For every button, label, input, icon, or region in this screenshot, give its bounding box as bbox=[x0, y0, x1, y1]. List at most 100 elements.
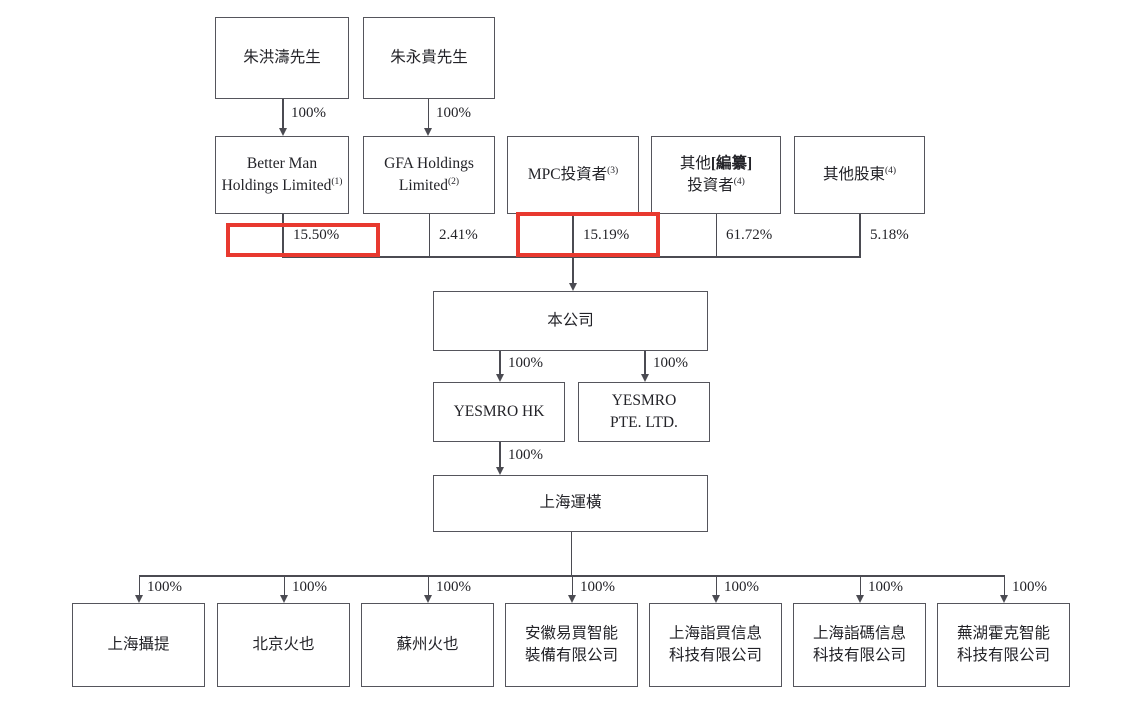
connector-vline bbox=[571, 576, 573, 595]
shareholder-line1: 其他 bbox=[679, 154, 711, 172]
shareholder-label: 其他股東(4) bbox=[823, 164, 896, 186]
shareholder-box-other-investors: 其他[編纂] 投資者(4) bbox=[651, 136, 781, 214]
shareholder-box-mpc-investors: MPC投資者(3) bbox=[507, 136, 639, 214]
footnote-sup: (2) bbox=[448, 176, 460, 187]
subsidiary-label: 蕪湖霍克智能 科技有限公司 bbox=[957, 623, 1050, 668]
subsidiary-line1: 安徽易買智能 bbox=[524, 624, 618, 642]
connector-vline bbox=[715, 576, 717, 595]
subsidiary-label: 安徽易買智能 裝備有限公司 bbox=[525, 623, 618, 668]
arrowhead-down-icon bbox=[278, 127, 287, 136]
shareholder-label: MPC投資者(3) bbox=[528, 164, 618, 186]
connector-vline bbox=[570, 532, 573, 575]
arrowhead-down-icon bbox=[640, 373, 649, 382]
connector-vline bbox=[427, 576, 429, 595]
ownership-label: 100% bbox=[436, 579, 471, 595]
arrowhead-down-icon bbox=[495, 373, 504, 382]
person-box-zhu-yonggui: 朱永貴先生 bbox=[363, 17, 495, 99]
subsidiary-box-yesmro-pte: YESMRO PTE. LTD. bbox=[578, 382, 710, 442]
subsidiary-line1: 上海詣買信息 bbox=[668, 624, 762, 642]
percent-label: 2.41% bbox=[439, 227, 478, 243]
ownership-label: 100% bbox=[508, 355, 543, 371]
ownership-label: 100% bbox=[724, 579, 759, 595]
subsidiary-line1: 蕪湖霍克智能 bbox=[956, 624, 1050, 642]
highlight-box-15-19 bbox=[516, 212, 660, 257]
shareholder-line1: 其他股東 bbox=[822, 165, 885, 183]
connector-vline bbox=[859, 576, 861, 595]
person-box-zhu-hongtao: 朱洪濤先生 bbox=[215, 17, 349, 99]
arrowhead-down-icon bbox=[495, 466, 504, 475]
highlight-box-15-50 bbox=[226, 223, 380, 257]
shareholder-label: GFA Holdings Limited(2) bbox=[384, 153, 474, 198]
connector-vline bbox=[499, 442, 501, 467]
arrowhead-down-icon bbox=[568, 594, 577, 603]
percent-label: 15.19% bbox=[583, 227, 630, 243]
redacted-label: [編纂] bbox=[710, 154, 753, 172]
connector-vline bbox=[572, 214, 574, 258]
arrowhead-down-icon bbox=[712, 594, 721, 603]
arrowhead-down-icon bbox=[424, 594, 433, 603]
connector-vline bbox=[282, 99, 284, 129]
shareholder-line1: GFA Holdings bbox=[384, 154, 474, 172]
ownership-label: 100% bbox=[580, 579, 615, 595]
shareholder-box-gfa: GFA Holdings Limited(2) bbox=[363, 136, 495, 214]
shareholder-label: Better Man Holdings Limited(1) bbox=[222, 153, 343, 198]
subsidiary-box-yesmro-hk: YESMRO HK bbox=[433, 382, 565, 442]
connector-vline bbox=[427, 99, 429, 129]
ownership-label: 100% bbox=[436, 105, 471, 121]
connector-vline bbox=[859, 214, 861, 258]
connector-vline bbox=[572, 257, 574, 284]
arrowhead-down-icon bbox=[424, 127, 433, 136]
ownership-label: 100% bbox=[291, 105, 326, 121]
wfoe-label: 上海運橫 bbox=[539, 494, 602, 512]
wfoe-box-shanghai-yunheng: 上海運橫 bbox=[433, 475, 708, 532]
subsidiary-label: YESMRO HK bbox=[453, 402, 545, 420]
subsidiary-line2: 科技有限公司 bbox=[956, 647, 1050, 664]
subsidiary-label: 蘇州火也 bbox=[396, 635, 459, 653]
ownership-label: 100% bbox=[147, 579, 182, 595]
company-box: 本公司 bbox=[433, 291, 708, 351]
connector-hline bbox=[138, 575, 1005, 577]
subsidiary-line2: 裝備有限公司 bbox=[524, 647, 618, 664]
footnote-sup: (3) bbox=[607, 165, 619, 176]
ownership-label: 100% bbox=[653, 355, 688, 371]
subsidiary-label: YESMRO PTE. LTD. bbox=[610, 390, 678, 435]
percent-label: 61.72% bbox=[726, 227, 773, 243]
subsidiary-label: 上海詣碼信息 科技有限公司 bbox=[813, 623, 906, 668]
footnote-sup: (4) bbox=[884, 165, 897, 176]
ownership-label: 100% bbox=[1012, 579, 1047, 595]
shareholder-line2: 投資者 bbox=[687, 177, 734, 194]
percent-label: 15.50% bbox=[293, 227, 340, 243]
subsidiary-line1: YESMRO bbox=[611, 391, 677, 409]
subsidiary-box-wuhu-huoke: 蕪湖霍克智能 科技有限公司 bbox=[937, 603, 1070, 687]
arrowhead-down-icon bbox=[1000, 594, 1009, 603]
company-label: 本公司 bbox=[547, 311, 594, 329]
arrowhead-down-icon bbox=[135, 594, 144, 603]
shareholder-line2: Limited bbox=[398, 177, 448, 194]
shareholder-line1: Better Man bbox=[246, 154, 318, 172]
person-label: 朱洪濤先生 bbox=[243, 48, 321, 66]
ownership-label: 100% bbox=[292, 579, 327, 595]
shareholder-label: 其他[編纂] 投資者(4) bbox=[680, 153, 752, 198]
connector-vline bbox=[644, 351, 646, 374]
arrowhead-down-icon bbox=[856, 594, 865, 603]
shareholder-box-better-man: Better Man Holdings Limited(1) bbox=[215, 136, 349, 214]
subsidiary-box-anhui-yimai: 安徽易買智能 裝備有限公司 bbox=[505, 603, 638, 687]
ownership-label: 100% bbox=[508, 447, 543, 463]
shareholder-line1: MPC投資者 bbox=[527, 165, 608, 183]
connector-vline bbox=[283, 576, 285, 595]
percent-label: 5.18% bbox=[870, 227, 909, 243]
shareholder-line2: Holdings Limited bbox=[221, 177, 332, 194]
subsidiary-label: 上海詣買信息 科技有限公司 bbox=[669, 623, 762, 668]
connector-vline bbox=[428, 214, 430, 258]
ownership-label: 100% bbox=[868, 579, 903, 595]
arrowhead-down-icon bbox=[280, 594, 289, 603]
subsidiary-box-shanghai-yima: 上海詣碼信息 科技有限公司 bbox=[793, 603, 926, 687]
person-label: 朱永貴先生 bbox=[390, 48, 468, 66]
footnote-sup: (4) bbox=[733, 176, 745, 187]
subsidiary-label: 北京火也 bbox=[252, 635, 315, 653]
subsidiary-label: 上海攝提 bbox=[107, 635, 170, 653]
connector-vline bbox=[138, 576, 140, 595]
subsidiary-box-shanghai-yimai: 上海詣買信息 科技有限公司 bbox=[649, 603, 782, 687]
subsidiary-box-shanghai-sheti: 上海攝提 bbox=[72, 603, 205, 687]
